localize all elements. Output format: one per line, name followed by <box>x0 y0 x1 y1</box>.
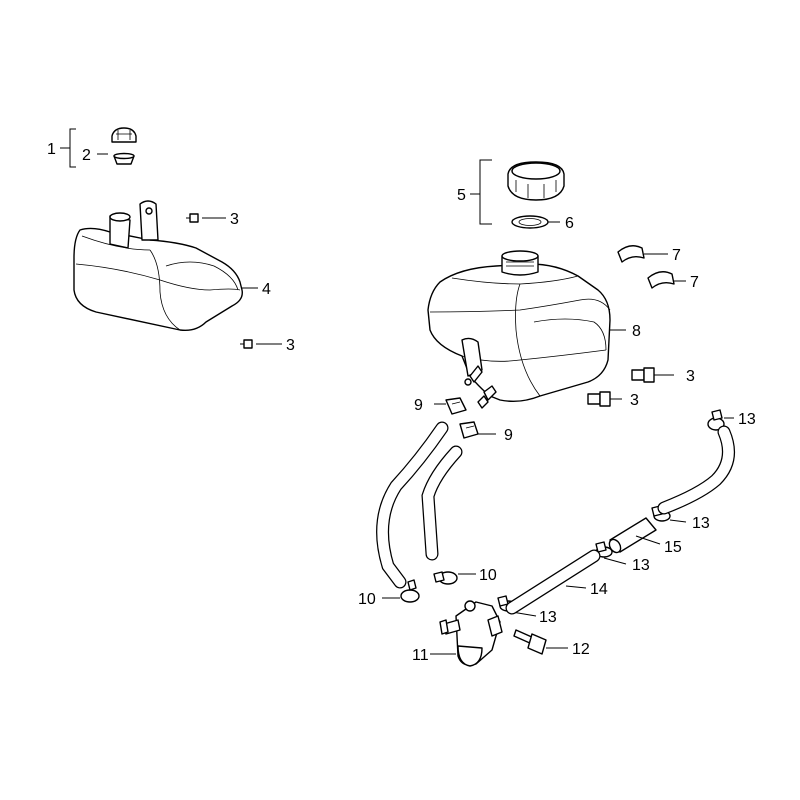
callout-1: 1 <box>47 141 56 158</box>
callout-7: 7 <box>672 247 681 264</box>
callout-3: 3 <box>630 392 639 409</box>
callout-13: 13 <box>539 609 557 626</box>
cap-gasket <box>511 215 560 229</box>
callout-3: 3 <box>230 211 239 228</box>
hose-clip-9-lower <box>459 421 496 439</box>
callout-11: 11 <box>412 647 429 664</box>
callout-7: 7 <box>690 274 699 291</box>
clamp-10-right <box>433 571 476 585</box>
callout-9: 9 <box>414 397 423 414</box>
callout-9: 9 <box>504 427 513 444</box>
bolt-12 <box>513 629 568 655</box>
fuel-filter-15 <box>608 517 661 554</box>
bolt-3-upper-right <box>631 367 674 383</box>
fuel-hose-right <box>657 425 735 515</box>
callout-2: 2 <box>82 147 91 164</box>
clamp-10-left <box>382 579 420 603</box>
callout-5: 5 <box>457 187 466 204</box>
callout-6: 6 <box>565 215 574 232</box>
reservoir-tank <box>73 200 243 332</box>
callout-10: 10 <box>479 567 497 584</box>
callout-10: 10 <box>358 591 376 608</box>
callout-13: 13 <box>632 557 650 574</box>
straight-hose-14 <box>505 549 601 615</box>
bracket-1-2 <box>60 128 108 168</box>
callout-13: 13 <box>738 411 756 428</box>
callout-4: 4 <box>262 281 271 298</box>
clip-7-lower <box>647 271 686 289</box>
fuel-hose-left <box>376 421 449 589</box>
fuel-cap <box>507 161 565 201</box>
fuel-valve <box>430 600 503 667</box>
hose-clip-9-upper <box>434 397 467 415</box>
bracket-5 <box>470 159 492 225</box>
callout-8: 8 <box>632 323 641 340</box>
clip-7-upper <box>617 245 668 263</box>
screw-3-upper <box>186 213 226 223</box>
fuel-hose-middle <box>421 445 463 561</box>
callout-3: 3 <box>686 368 695 385</box>
callout-13: 13 <box>692 515 710 532</box>
callout-15: 15 <box>664 539 682 556</box>
callout-14: 14 <box>590 581 608 598</box>
screw-3-lower <box>240 339 282 349</box>
callout-12: 12 <box>572 641 590 658</box>
bolt-3-lower-right <box>587 391 622 407</box>
callout-3: 3 <box>286 337 295 354</box>
fuel-tank <box>427 250 626 409</box>
small-cap-assembly <box>111 127 137 165</box>
